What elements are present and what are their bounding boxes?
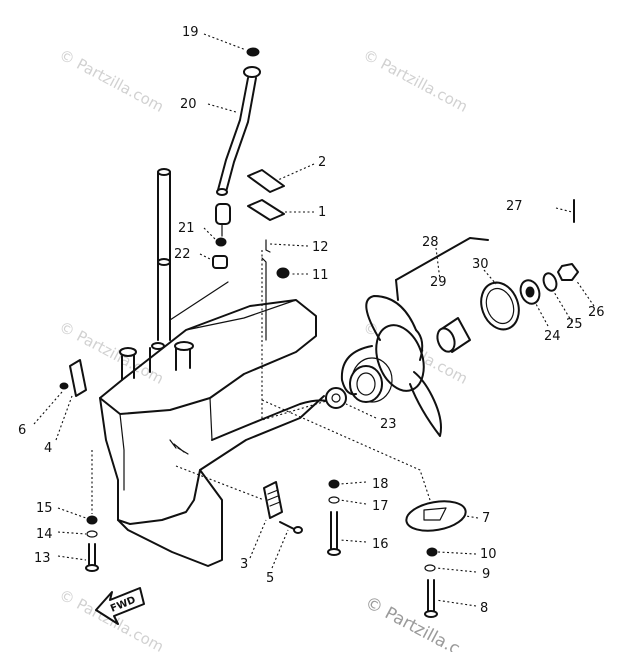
callout-1: 1: [318, 205, 326, 220]
small-parts: [169, 237, 290, 341]
callout-18: 18: [372, 477, 389, 492]
callout-10: 10: [480, 547, 497, 562]
side-plate: [59, 359, 87, 397]
callout-4: 4: [44, 441, 52, 456]
callout-21: 21: [178, 221, 195, 236]
callout-22: 22: [174, 247, 191, 262]
callout-5: 5: [266, 571, 274, 586]
seal-parts: [247, 169, 285, 221]
watermark: © Partzilla.com: [56, 46, 167, 116]
callout-26: 26: [588, 305, 605, 320]
callout-labels: 19 20 2 1 21 22 12 11 27 28 29 30 24 25 …: [18, 25, 605, 616]
callout-13: 13: [34, 551, 51, 566]
prop-hardware: [436, 199, 579, 353]
trim-tab: [175, 465, 303, 534]
bolt-16-group: [327, 479, 341, 556]
callout-28: 28: [422, 235, 439, 250]
callout-29: 29: [430, 275, 447, 290]
callout-17: 17: [372, 499, 389, 514]
callout-12: 12: [312, 240, 329, 255]
callout-16: 16: [372, 537, 389, 552]
callout-23: 23: [380, 417, 397, 432]
callout-19: 19: [182, 25, 199, 40]
callout-6: 6: [18, 423, 26, 438]
callout-25: 25: [566, 317, 583, 332]
callout-7: 7: [482, 511, 490, 526]
callout-2: 2: [318, 155, 326, 170]
bolt-13-group: [85, 450, 99, 572]
leader-lines: [33, 33, 595, 607]
callout-24: 24: [544, 329, 561, 344]
callout-3: 3: [240, 557, 248, 572]
callout-30: 30: [472, 257, 489, 272]
watermark: © Partzilla.com: [360, 46, 471, 116]
callout-20: 20: [180, 97, 197, 112]
callout-15: 15: [36, 501, 53, 516]
fwd-arrow: FWD: [95, 587, 145, 625]
callout-8: 8: [480, 601, 488, 616]
callout-11: 11: [312, 268, 329, 283]
water-pipe: [215, 47, 261, 237]
anode-group: [405, 500, 467, 618]
lower-unit-housing: [99, 168, 433, 567]
thrust-washer: [325, 387, 347, 409]
callout-9: 9: [482, 567, 490, 582]
callout-14: 14: [36, 527, 53, 542]
callout-27: 27: [506, 199, 523, 214]
propeller: [340, 237, 489, 437]
